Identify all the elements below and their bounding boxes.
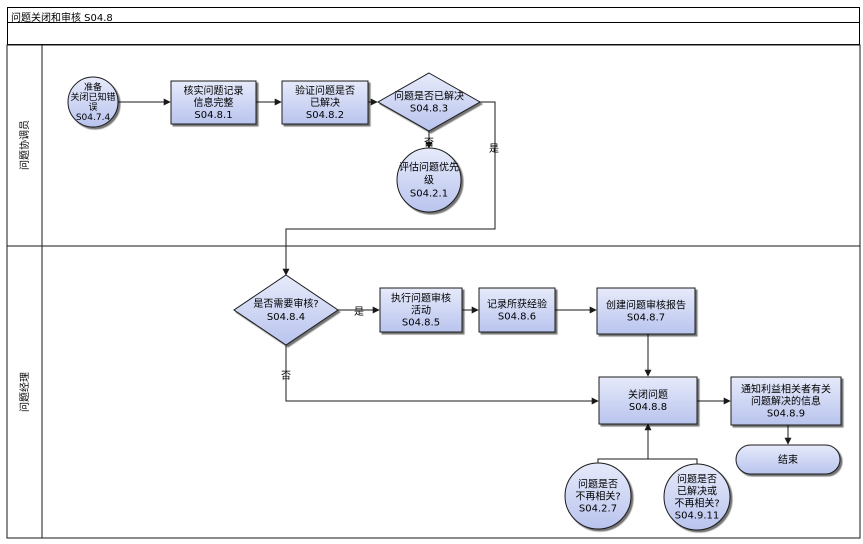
node-text: S04.8.5 [402,318,440,329]
node-text: 关闭问题 [628,388,668,401]
node-text: S04.8.1 [194,110,232,121]
lane-label-manager: 问题经理 [18,372,31,412]
node-text: S04.9.11 [675,511,720,522]
edge-827-848 [597,423,652,466]
node-text: S04.2.1 [410,189,448,200]
node-text: 是否需要审核? [253,297,318,310]
node-text: 评估问题优先 [399,161,459,174]
node-text: S04.8.7 [627,313,665,324]
node-text: 不再相关? [674,497,719,510]
node-text: 核实问题记录 [184,84,244,97]
node-text: 不再相关? [575,490,620,503]
node-text: 问题是否已解决 [394,90,464,103]
node-end: 结束 [735,444,841,475]
node-text: S04.8.2 [306,110,344,121]
node-shape [170,80,257,125]
node-shape [596,287,696,335]
edge-843-844 [282,101,496,276]
node-shape [730,376,842,426]
node-shape [564,462,632,530]
node-shape [281,80,369,125]
node-text: S04.8.9 [767,409,805,420]
node-text: 关闭已知错 [70,91,115,103]
node-text: S04.8.8 [629,402,667,413]
node-shape [233,274,339,346]
edge-844-848 [285,345,599,405]
node-text: 误 [88,102,97,113]
node-text: 活动 [411,305,431,317]
node-shape [67,76,119,128]
node-shape [598,376,698,425]
node-text: 问题是否 [677,473,717,486]
node-text: S04.8.6 [498,312,536,323]
node-text: 验证问题是否 [295,84,355,97]
node-text: 问题解决的信息 [751,395,821,408]
node-text: 创建问题审核报告 [606,299,686,312]
label-844-no: 否 [281,370,291,382]
label-843-yes: 是 [489,143,499,155]
swimlane-manager: 问题经理 [6,245,861,539]
label-844-yes: 是 [354,306,364,318]
node-shape [396,147,462,213]
node-text: 已解决或 [677,485,717,498]
lane-label-coordinator: 问题协调员 [18,120,31,170]
node-text: 问题是否 [578,478,618,491]
node-shape [663,463,731,531]
diagram-title: 问题关闭和审核 S04.8 [11,13,113,24]
node-text: 记录所获经验 [487,298,547,311]
node-text: S04.7.4 [76,113,111,123]
nodes: 准备关闭已知错误S04.7.4核实问题记录信息完整S04.8.1验证问题是否已解… [67,72,842,531]
node-text: 信息完整 [194,96,234,109]
node-text: S04.2.7 [579,504,617,515]
node-text: 已解决 [310,96,340,109]
node-shape [379,287,463,333]
node-shape [735,444,841,475]
edge-labels: 否 是 是 否 [281,137,499,382]
label-843-no: 否 [424,137,434,149]
diagram-title-bar: 问题关闭和审核 S04.8 [7,7,860,24]
node-text: 级 [424,175,434,187]
node-shape [478,287,556,333]
node-text: S04.8.3 [410,104,448,115]
node-text: 执行问题审核 [391,292,451,305]
node-shape [376,72,482,132]
node-844: 是否需要审核? S04.8.4 [233,274,339,346]
node-text: 通知利益相关者有关 [741,383,831,396]
node-text: S04.8.4 [267,312,305,323]
node-text: 准备 [84,81,102,93]
node-text: 结束 [778,453,798,466]
